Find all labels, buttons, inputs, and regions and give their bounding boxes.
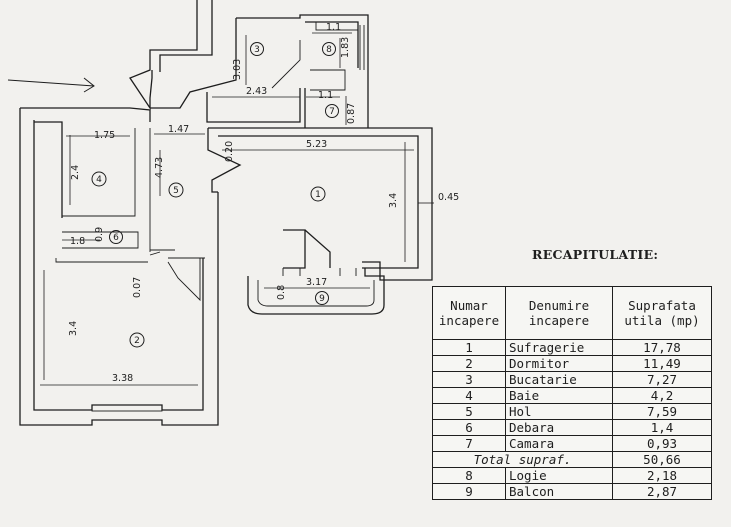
- cell-name: Bucatarie: [505, 371, 613, 388]
- room-marker-8: 8: [322, 42, 336, 56]
- svg-text:8: 8: [326, 45, 332, 55]
- svg-text:6: 6: [113, 233, 119, 243]
- cell-name: Dormitor: [505, 355, 613, 372]
- dim-1-8: 1.8: [70, 236, 85, 247]
- cell-area: 7,59: [612, 403, 712, 420]
- exterior-walls: [19, 0, 433, 426]
- cell-num: 3: [432, 371, 506, 388]
- dim-4-73: 4.73: [154, 157, 165, 178]
- cell-area: 17,78: [612, 339, 712, 356]
- room-marker-2: 2: [129, 332, 145, 348]
- header-room-name: Denumire incapere: [505, 286, 613, 340]
- cell-num: 7: [432, 435, 506, 452]
- cell-area: 0,93: [612, 435, 712, 452]
- cell-area: 11,49: [612, 355, 712, 372]
- dim-0-20: 0.20: [224, 141, 235, 162]
- cell-num: 6: [432, 419, 506, 436]
- svg-text:7: 7: [329, 107, 335, 117]
- svg-text:5: 5: [173, 186, 179, 196]
- room-marker-9: 9: [315, 291, 329, 305]
- dim-1-75: 1.75: [94, 130, 115, 141]
- table-header-row: Numar incapere Denumire incapere Suprafa…: [432, 286, 712, 340]
- room-marker-1: 1: [310, 186, 326, 202]
- room-marker-3: 3: [250, 42, 264, 56]
- dimension-labels: 1.1 1.83 3.03 2.43 1.1 0.87 1.75 1.47 5.…: [68, 22, 459, 384]
- room-marker-5: 5: [168, 182, 184, 198]
- dim-3-4-a: 3.4: [388, 193, 399, 208]
- balcony-outline: [247, 268, 385, 315]
- svg-text:3: 3: [254, 45, 260, 55]
- cell-num: 8: [432, 467, 506, 484]
- room-marker-7: 7: [325, 104, 339, 118]
- recap-title: RECAPITULATIE:: [532, 247, 659, 262]
- interior-walls: [55, 40, 346, 302]
- dim-0-07: 0.07: [132, 277, 143, 298]
- dim-3-4-b: 3.4: [68, 321, 79, 336]
- entrance-arrow-icon: [7, 77, 95, 93]
- cell-area: 2,87: [612, 483, 712, 500]
- dim-2-43: 2.43: [246, 86, 267, 97]
- dim-0-87: 0.87: [346, 103, 357, 124]
- cell-area: 7,27: [612, 371, 712, 388]
- svg-text:9: 9: [319, 294, 325, 304]
- total-area: 50,66: [612, 451, 712, 468]
- svg-text:1: 1: [315, 190, 321, 200]
- cell-name: Balcon: [505, 483, 613, 500]
- dim-3-38: 3.38: [112, 373, 133, 384]
- room-markers: 1 2 3 4 5 6 7 8 9: [91, 42, 339, 348]
- cell-name: Debara: [505, 419, 613, 436]
- dim-0-45: 0.45: [438, 192, 459, 203]
- header-room-number: Numar incapere: [432, 286, 506, 340]
- dim-1-47: 1.47: [168, 124, 189, 135]
- cell-num: 5: [432, 403, 506, 420]
- cell-num: 9: [432, 483, 506, 500]
- room-marker-4: 4: [91, 171, 107, 187]
- room-area-table: Numar incapere Denumire incapere Suprafa…: [432, 286, 712, 500]
- cell-name: Baie: [505, 387, 613, 404]
- cell-num: 4: [432, 387, 506, 404]
- dim-3-17: 3.17: [306, 277, 327, 288]
- dimension-lines: [40, 32, 434, 386]
- room-marker-6: 6: [109, 230, 123, 244]
- cell-name: Hol: [505, 403, 613, 420]
- dim-3-03: 3.03: [232, 59, 243, 80]
- cell-name: Camara: [505, 435, 613, 452]
- dim-0-9: 0.9: [94, 227, 105, 242]
- cell-area: 2,18: [612, 467, 712, 484]
- cell-area: 1,4: [612, 419, 712, 436]
- cell-name: Sufragerie: [505, 339, 613, 356]
- cell-num: 2: [432, 355, 506, 372]
- dim-2-4: 2.4: [70, 165, 81, 180]
- cell-area: 4,2: [612, 387, 712, 404]
- cell-name: Logie: [505, 467, 613, 484]
- windows: [91, 21, 365, 412]
- total-label: Total supraf.: [432, 451, 613, 468]
- table-total-row: Total supraf.50,66: [432, 451, 712, 468]
- svg-text:4: 4: [96, 175, 102, 185]
- header-usable-area: Suprafata utila (mp): [612, 286, 712, 340]
- dim-1-1: 1.1: [326, 22, 341, 33]
- cell-num: 1: [432, 339, 506, 356]
- svg-text:2: 2: [134, 336, 140, 346]
- dim-0-8: 0.8: [276, 285, 287, 300]
- dim-5-23: 5.23: [306, 139, 327, 150]
- dim-1-83: 1.83: [340, 37, 351, 58]
- dim-1-1-b: 1.1: [318, 90, 333, 101]
